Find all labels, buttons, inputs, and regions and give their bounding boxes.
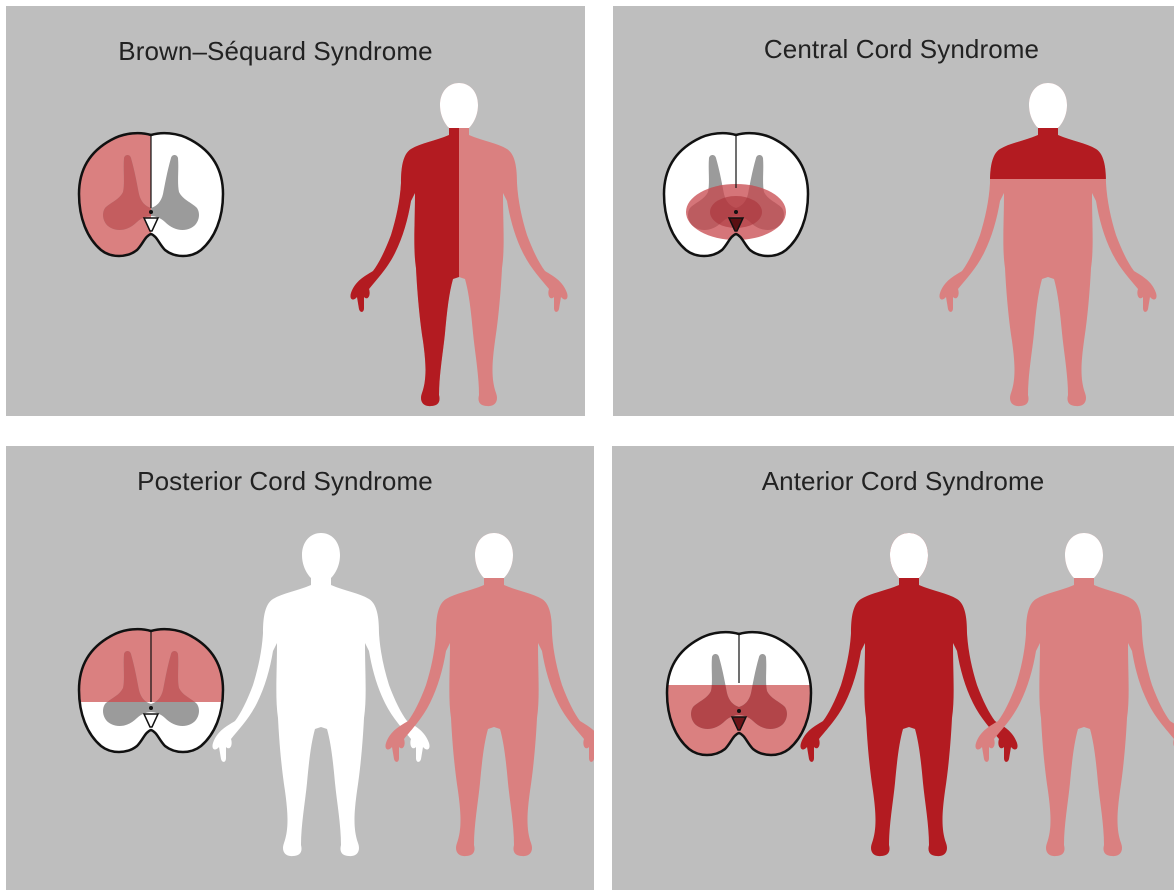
body-figure: [938, 76, 1158, 416]
panel-title: Anterior Cord Syndrome: [632, 466, 1174, 497]
panel-title: Brown–Séquard Syndrome: [6, 36, 585, 67]
body-figure-pain-temperature: [384, 526, 594, 866]
panel-brown-sequard: Brown–Séquard Syndrome: [6, 6, 585, 416]
spinal-cord-cross-section: [76, 130, 226, 265]
spinal-cord-cross-section: [661, 130, 811, 265]
panel-title: Posterior Cord Syndrome: [6, 466, 594, 497]
body-figure-pain-temperature: [974, 526, 1174, 866]
spinal-cord-cross-section: [76, 626, 226, 761]
spinal-cord-cross-section: [664, 629, 814, 764]
panel-posterior-cord: Posterior Cord Syndrome: [6, 446, 594, 890]
panel-anterior-cord: Anterior Cord Syndrome: [612, 446, 1174, 890]
body-figure: [349, 76, 569, 416]
panel-central-cord: Central Cord Syndrome: [613, 6, 1174, 416]
panel-title: Central Cord Syndrome: [629, 34, 1174, 65]
